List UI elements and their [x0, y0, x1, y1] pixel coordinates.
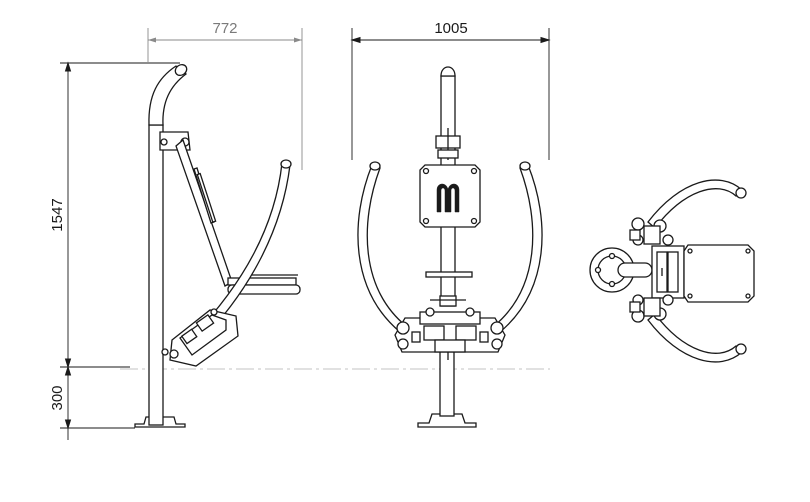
front-width-label: 1005: [434, 20, 467, 37]
height-base-label: 300: [49, 385, 66, 410]
dimension-height-base: 300: [49, 365, 135, 440]
side-view: [134, 64, 301, 428]
side-width-label: 772: [212, 20, 237, 37]
top-view: [589, 179, 755, 363]
height-main-label: 1547: [49, 198, 66, 231]
dimension-side-width: 772: [147, 20, 303, 170]
brand-logo: [436, 183, 460, 213]
dimension-height-main: 1547: [49, 61, 180, 369]
front-view: [357, 66, 543, 428]
dimension-front-width: 1005: [350, 20, 551, 160]
